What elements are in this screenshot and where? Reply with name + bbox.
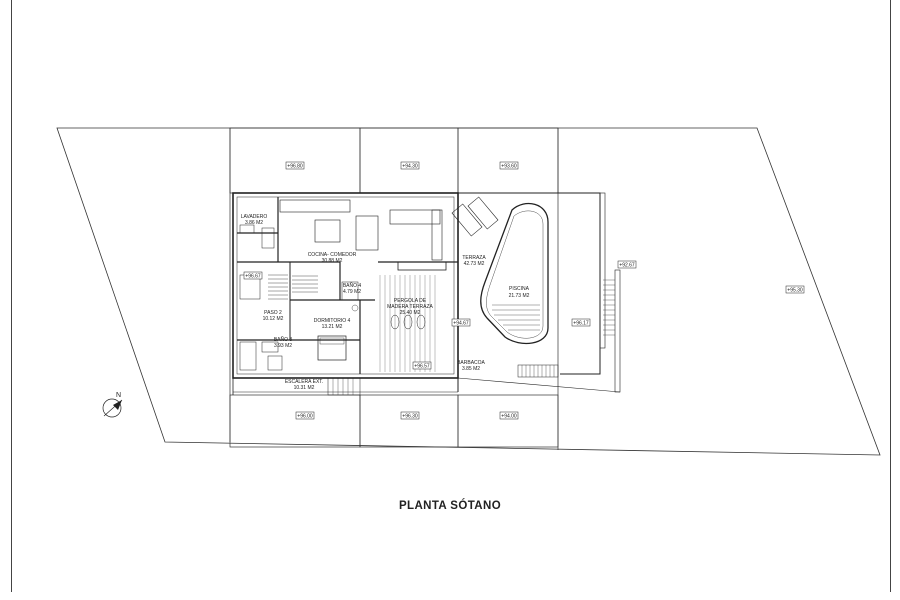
room-name-escalera: ESCALERA EXT.	[285, 379, 323, 385]
room-area-bano3: 3.93 M2	[274, 343, 292, 349]
room-area-piscina: 21.73 M2	[509, 293, 530, 299]
room-area-terraza: 42.73 M2	[464, 261, 485, 267]
level-tag: +94.00	[501, 414, 517, 420]
room-name-pergola: PERGOLA DE	[394, 298, 427, 304]
room-area-cocina: 30.88 M2	[322, 258, 343, 264]
room-name-dormitorio4: DORMITORIO 4	[314, 318, 351, 324]
level-tag: +96.30	[402, 414, 418, 420]
room-name-bano3: BAÑO 3	[274, 336, 293, 343]
north-arrow: N	[102, 392, 123, 418]
room-area-paso2: 10.12 M2	[263, 316, 284, 322]
north-label: N	[116, 392, 121, 399]
level-tag: +96.00	[297, 414, 313, 420]
level-tag: +93.60	[501, 164, 517, 170]
level-tags	[243, 161, 805, 420]
room-name-bano4: BAÑO 4	[343, 282, 362, 289]
level-tag: +92.67	[619, 263, 635, 269]
room-name-barbacoa: BARBACOA	[457, 360, 485, 366]
level-tag: +94.30	[402, 164, 418, 170]
room-area-lavadero: 3.86 M2	[245, 220, 263, 226]
site-boundary	[56, 127, 881, 456]
room-area-dormitorio4: 13.21 M2	[322, 324, 343, 330]
level-tag: +94.67	[453, 321, 469, 327]
room-area-pergola: 25.40 M2	[400, 310, 421, 316]
top-plots	[229, 127, 559, 194]
level-tag: +96.57	[414, 364, 430, 370]
bottom-plots	[229, 394, 559, 448]
level-tag: +95.30	[787, 288, 803, 294]
room-area-escalera: 10.31 M2	[294, 385, 315, 391]
room-name-cocina: COCINA- COMEDOR	[308, 252, 357, 258]
pool-outline	[480, 202, 549, 345]
room-area-bano4: 4.79 M2	[343, 289, 361, 295]
level-tag: +96.67	[245, 274, 261, 280]
room-name-lavadero: LAVADERO	[241, 214, 268, 220]
room-name-piscina: PISCINA	[509, 286, 530, 292]
plan-title: PLANTA SÓTANO	[398, 500, 502, 512]
level-tag: +96.80	[287, 164, 303, 170]
room-name-pergola-2: MADERA TERRAZA	[387, 304, 433, 310]
pergola-slats	[379, 275, 436, 372]
room-area-barbacoa: 3.85 M2	[462, 366, 480, 372]
room-name-terraza: TERRAZA	[462, 255, 486, 261]
room-name-paso2: PASO 2	[264, 310, 282, 316]
terrace-area	[232, 192, 621, 396]
level-tag: +96.17	[573, 321, 589, 327]
sheet-border	[11, 0, 891, 592]
